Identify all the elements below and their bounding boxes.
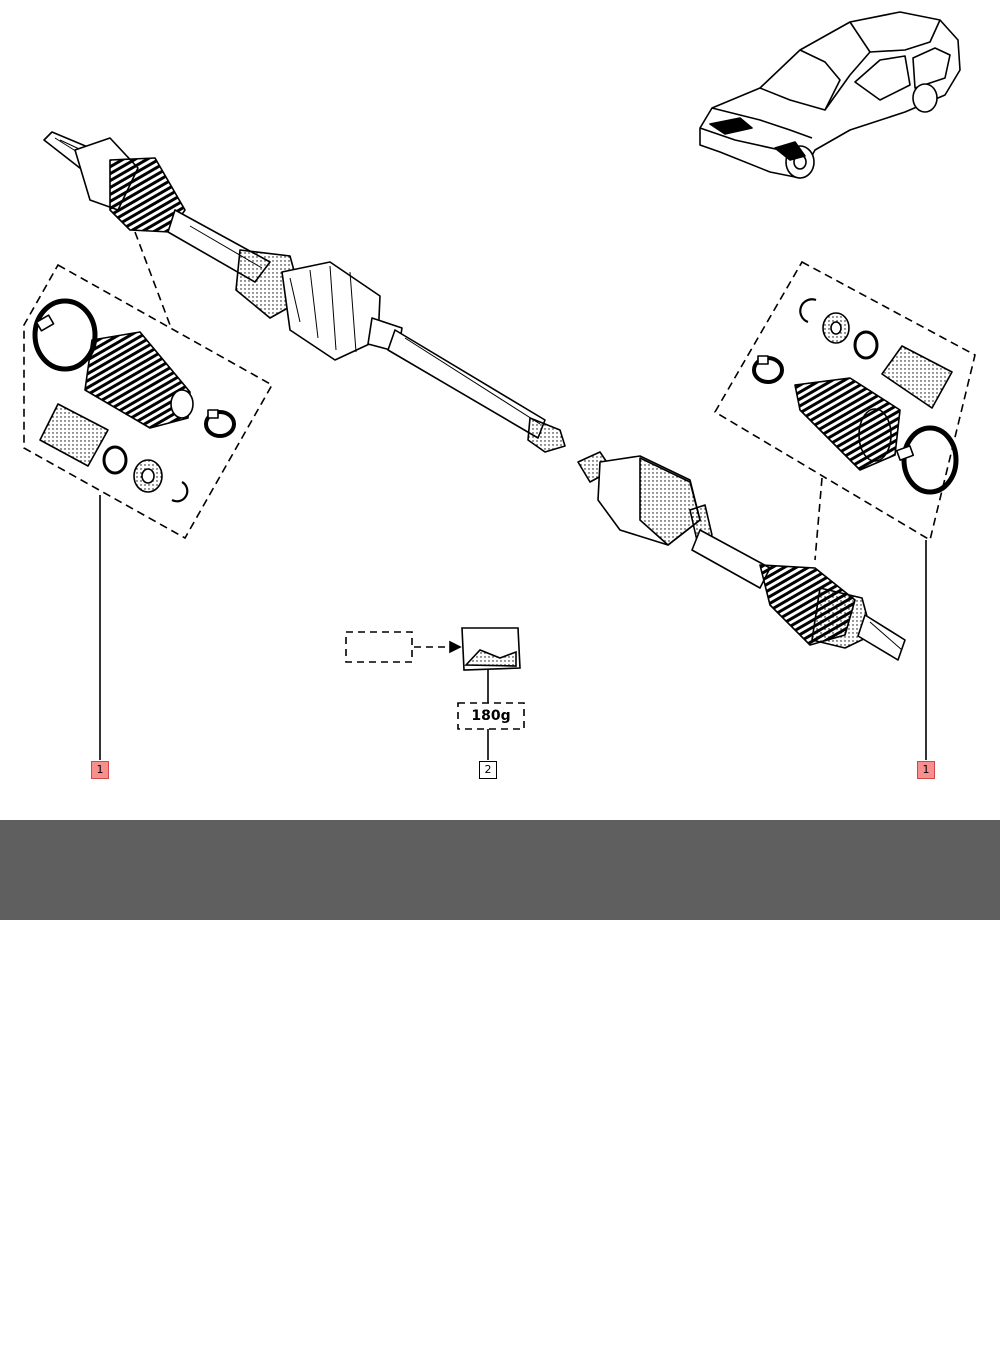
seal-ring-icon — [102, 445, 163, 493]
kit-left — [23, 231, 274, 760]
brand-name: RENAULT — [222, 964, 401, 1006]
callout-2[interactable]: 2 — [479, 761, 497, 779]
placeholder-box — [345, 631, 413, 663]
grease-sachet-icon — [881, 345, 953, 409]
car-icon — [699, 11, 961, 179]
circlip-icon — [171, 481, 189, 503]
clamp-icon — [32, 298, 98, 372]
grease-sachet-icon — [39, 403, 109, 467]
circlip-icon — [799, 298, 817, 324]
grease-weight-label: 180g — [471, 708, 511, 724]
kit-right — [713, 260, 976, 760]
quantity: N - 1 — [694, 1184, 779, 1226]
clamp-icon — [895, 425, 959, 495]
drive-shaft-outer — [577, 451, 906, 661]
parts-diagram — [23, 11, 976, 760]
callout-1-right[interactable]: 1 — [917, 761, 935, 779]
callout-1-left[interactable]: 1 — [91, 761, 109, 779]
part-number: - 7701470155 — [422, 1074, 663, 1116]
footer-bar: RENAULT - 7701470155 N - 1 — [0, 820, 1000, 1226]
boot-icon — [794, 377, 901, 471]
weight-box — [457, 702, 525, 730]
clamp-icon — [752, 355, 784, 384]
footer-text: RENAULT - 7701470155 N - 1 — [0, 820, 1000, 1226]
drive-shaft-main — [43, 131, 566, 453]
clamp-icon — [204, 409, 236, 438]
seal-ring-icon — [822, 312, 879, 360]
boot-icon — [84, 331, 194, 429]
